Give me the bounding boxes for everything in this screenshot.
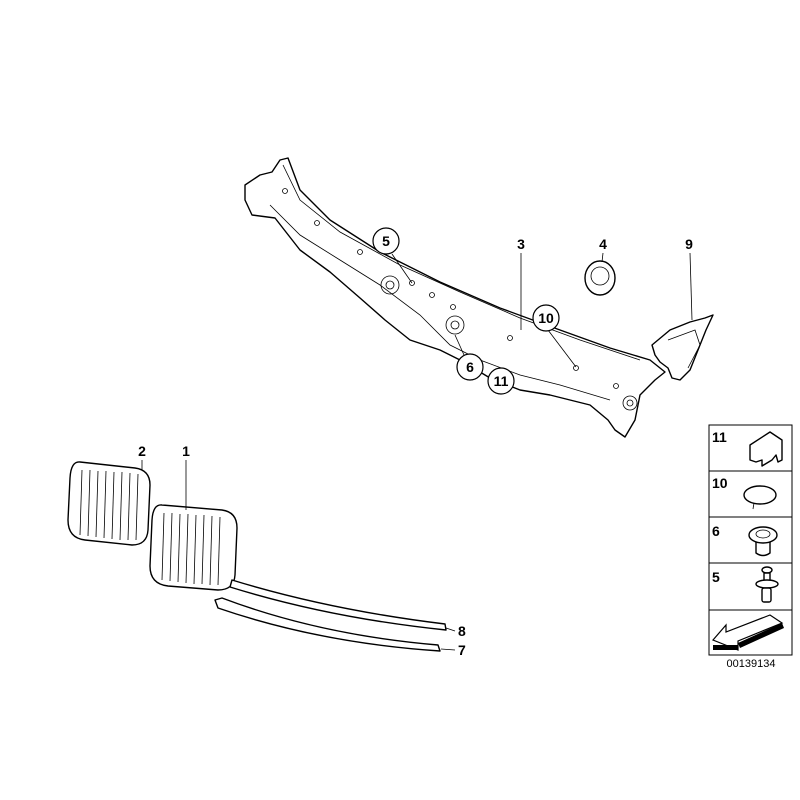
legend-panel: 11 10 6 5 — [708, 424, 793, 656]
screw-rivet-icon — [755, 566, 779, 603]
grommet-part[interactable] — [584, 260, 616, 296]
clip-icon — [749, 431, 783, 467]
callout-2: 2 — [138, 443, 146, 459]
callout-11: 11 — [487, 367, 515, 395]
plug-cap-icon — [743, 485, 777, 510]
svg-text:5: 5 — [712, 569, 720, 585]
callout-7: 7 — [458, 642, 466, 658]
legend-item-6[interactable]: 6 — [712, 523, 778, 557]
callout-4: 4 — [599, 236, 607, 252]
side-cover-part[interactable] — [651, 314, 714, 381]
kidney-grille-left-part[interactable] — [67, 461, 151, 546]
callout-9: 9 — [685, 236, 693, 252]
svg-text:6: 6 — [466, 359, 474, 375]
callout-5: 5 — [372, 227, 400, 255]
legend-item-arrow[interactable] — [711, 614, 784, 651]
callout-6: 6 — [456, 353, 484, 381]
callout-10: 10 — [532, 304, 560, 332]
diagram-code: 00139134 — [727, 658, 776, 670]
cowl-panel-part[interactable] — [244, 157, 666, 438]
legend-item-5[interactable]: 5 — [712, 566, 779, 603]
panel-holes — [282, 188, 638, 411]
callout-1: 1 — [182, 443, 190, 459]
grommet-nut-icon — [748, 526, 778, 557]
leader-lines — [141, 252, 693, 651]
svg-text:11: 11 — [712, 429, 727, 445]
trim-strip-upper-part[interactable] — [229, 579, 447, 631]
trim-strip-lower-part[interactable] — [214, 597, 441, 652]
svg-text:11: 11 — [494, 373, 509, 389]
callout-3: 3 — [517, 236, 525, 252]
svg-text:10: 10 — [712, 475, 728, 491]
svg-text:5: 5 — [382, 233, 390, 249]
callout-8: 8 — [458, 623, 466, 639]
svg-text:6: 6 — [712, 523, 720, 539]
kidney-grille-right-part[interactable] — [149, 504, 238, 591]
legend-item-11[interactable]: 11 — [712, 429, 783, 467]
legend-item-10[interactable]: 10 — [712, 475, 777, 510]
svg-text:10: 10 — [538, 310, 554, 326]
